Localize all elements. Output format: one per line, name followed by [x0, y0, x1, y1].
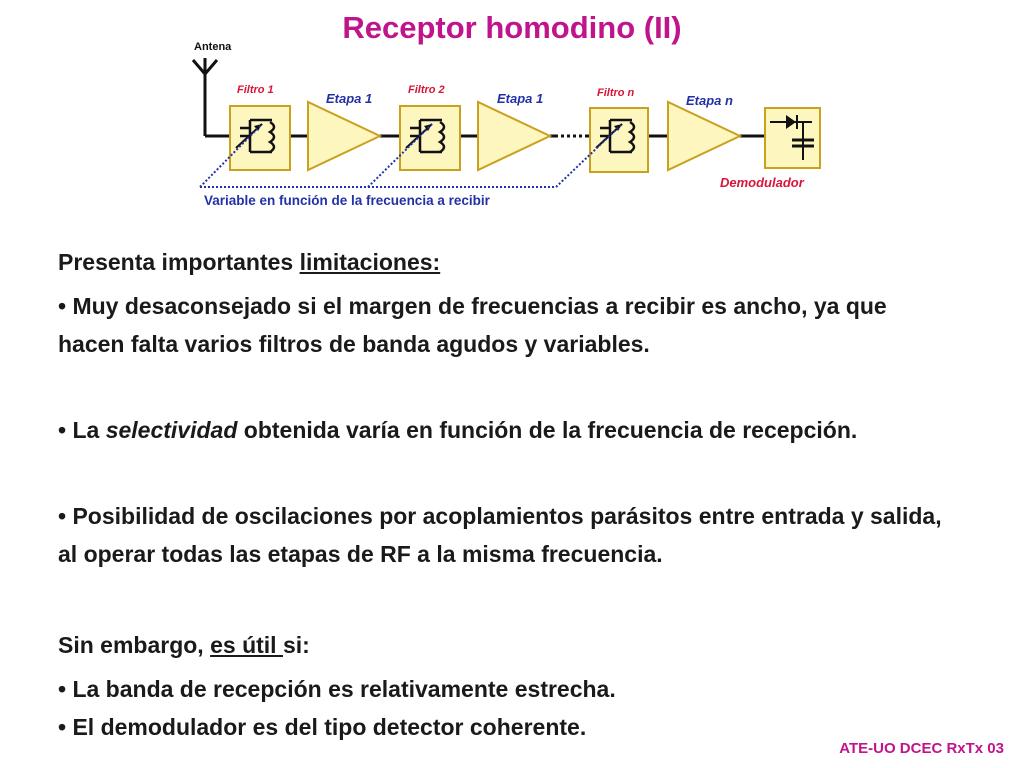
antenna-symbol	[191, 58, 219, 136]
antenna-label: Antena	[194, 41, 232, 53]
variable-label: Variable en función de la frecuencia a r…	[204, 193, 491, 208]
limitations-intro: Presenta importantes limitaciones:	[58, 243, 958, 281]
useful-intro-post: si:	[282, 632, 310, 658]
bullet-1: • Muy desaconsejado si el margen de frec…	[58, 293, 887, 357]
amplifier-2	[477, 100, 553, 172]
filter-2-label: Filtro 2	[408, 84, 445, 96]
bullet-4: • La banda de recepción es relativamente…	[58, 676, 616, 702]
bullet-5: • El demodulador es del tipo detector co…	[58, 714, 587, 740]
useful-intro: Sin embargo, es útil si:	[58, 626, 958, 664]
limitations-intro-underlined: limitaciones:	[299, 249, 441, 275]
bullet-3: • Posibilidad de oscilaciones por acopla…	[58, 503, 942, 567]
page-title: Receptor homodino (II)	[342, 10, 682, 45]
bullet-2-pre: • La	[58, 417, 106, 443]
filter-2	[399, 105, 461, 171]
bullet-2-italic: selectividad	[105, 417, 238, 443]
limitations-intro-text: Presenta importantes	[58, 249, 300, 275]
amplifier-1-label: Etapa 1	[326, 91, 372, 106]
amplifier-n	[667, 100, 743, 172]
filter-1-label: Filtro 1	[237, 84, 274, 96]
filter-1	[229, 105, 291, 171]
filter-n	[589, 107, 649, 173]
amplifier-2-label: Etapa 1	[497, 91, 543, 106]
bullet-2: • La selectividad obtenida varía en func…	[58, 411, 958, 449]
block-diagram: Antena Filtro 1 Etapa 1 Filtro 2 Etapa 1	[191, 41, 821, 208]
footer-credit: ATE-UO DCEC RxTx 03	[839, 740, 1004, 757]
demodulator-block	[764, 107, 821, 169]
useful-intro-text: Sin embargo,	[58, 632, 211, 658]
amplifier-1	[307, 100, 383, 172]
amplifier-n-label: Etapa n	[686, 93, 733, 108]
filter-n-label: Filtro n	[597, 87, 635, 99]
tuning-link	[199, 123, 623, 188]
bullet-2-post: obtenida varía en función de la frecuenc…	[237, 417, 858, 443]
useful-intro-underlined: es útil	[210, 632, 283, 658]
demodulator-label: Demodulador	[720, 175, 805, 190]
